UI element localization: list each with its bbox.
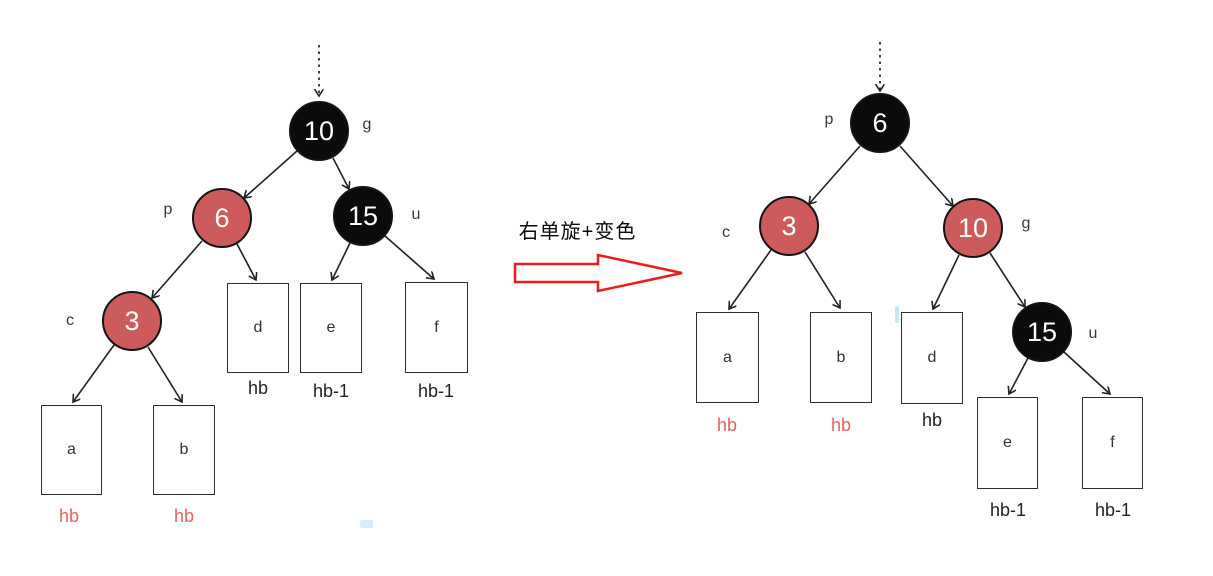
box-letter: d <box>927 349 937 366</box>
node-value: 10 <box>303 115 335 146</box>
right-subtree-box-b: b <box>810 312 872 403</box>
right-node-g-tag: g <box>1021 215 1031 232</box>
left-node-g: 10 <box>289 101 349 161</box>
right-box-d-caption: hb <box>921 410 943 430</box>
right-subtree-box-e: e <box>977 397 1038 489</box>
transform-arrow-icon <box>513 253 683 293</box>
right-node-p-tag: p <box>824 111 834 128</box>
node-value: 15 <box>347 200 379 231</box>
edge-arrow <box>1063 351 1110 394</box>
left-subtree-box-a: a <box>41 405 102 495</box>
right-node-g: 10 <box>943 198 1003 258</box>
box-letter: e <box>326 319 336 336</box>
box-letter: a <box>67 441 76 458</box>
left-box-f-caption: hb-1 <box>417 381 455 401</box>
node-value: 3 <box>781 210 797 241</box>
box-letter: a <box>723 348 732 366</box>
edge-arrow <box>809 145 861 204</box>
right-node-u-tag: u <box>1088 325 1098 342</box>
node-value: 10 <box>957 212 989 243</box>
right-subtree-box-d: d <box>901 312 963 404</box>
right-node-p: 6 <box>850 93 910 153</box>
left-subtree-box-d: d <box>227 283 289 373</box>
left-node-c: 3 <box>102 291 162 351</box>
left-box-a-caption: hb <box>58 506 80 526</box>
left-node-g-tag: g <box>362 116 372 133</box>
right-box-a-caption: hb <box>716 415 738 435</box>
edge-arrow <box>73 344 115 402</box>
edge-arrow <box>152 240 203 298</box>
edge-arrow <box>1009 357 1029 394</box>
transform-label: 右单旋+变色 <box>518 221 637 243</box>
left-node-p-tag: p <box>163 201 173 218</box>
left-box-e-caption: hb-1 <box>312 381 350 401</box>
right-box-b-caption: hb <box>830 415 852 435</box>
box-letter: b <box>836 348 846 366</box>
left-box-b-caption: hb <box>173 506 195 526</box>
left-node-u: 15 <box>333 186 393 246</box>
edge-arrow <box>236 243 256 280</box>
edge-arrow <box>147 346 182 402</box>
edge-arrow <box>899 145 953 206</box>
right-node-c-tag: c <box>722 224 730 241</box>
left-node-u-tag: u <box>411 206 421 223</box>
edge-arrow <box>384 235 434 279</box>
left-node-p: 6 <box>192 188 252 248</box>
edge-arrow <box>332 242 351 280</box>
node-value: 15 <box>1026 316 1058 347</box>
left-subtree-box-f: f <box>405 282 468 373</box>
right-box-e-caption: hb-1 <box>989 500 1027 520</box>
right-node-c: 3 <box>759 196 819 256</box>
edge-arrow <box>332 157 349 189</box>
edge-arrow <box>989 252 1025 307</box>
box-letter: b <box>179 441 189 458</box>
box-letter: f <box>434 318 439 336</box>
right-subtree-box-f: f <box>1082 397 1143 489</box>
right-subtree-box-a: a <box>696 312 759 403</box>
box-letter: d <box>253 319 263 336</box>
box-letter: e <box>1003 434 1012 451</box>
right-box-f-caption: hb-1 <box>1094 500 1132 520</box>
left-box-d-caption: hb <box>247 378 269 398</box>
highlight-smudge <box>360 520 373 528</box>
node-value: 6 <box>214 202 230 233</box>
edge-arrow <box>729 249 772 309</box>
right-node-u: 15 <box>1012 302 1072 362</box>
edge-arrow <box>804 251 840 308</box>
node-value: 6 <box>872 107 888 138</box>
edge-arrow <box>933 254 960 309</box>
left-subtree-box-e: e <box>300 283 362 373</box>
left-node-c-tag: c <box>66 312 74 329</box>
left-subtree-box-b: b <box>153 405 215 495</box>
box-letter: f <box>1110 434 1115 451</box>
edge-arrow <box>244 150 298 198</box>
highlight-tick <box>895 306 899 323</box>
node-value: 3 <box>124 305 140 336</box>
